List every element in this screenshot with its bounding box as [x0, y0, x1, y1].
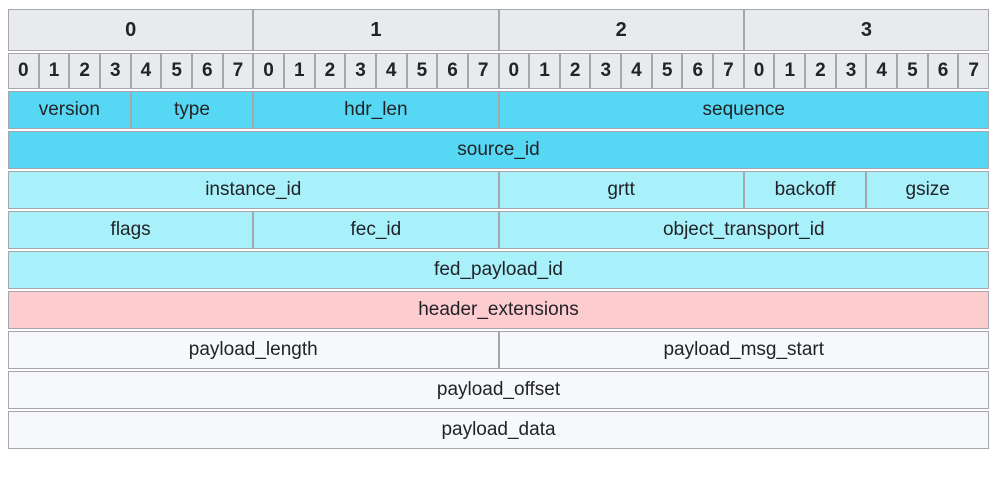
bit-header-cell-1-3: 3	[345, 53, 376, 89]
bit-header-cell-0-1: 1	[38, 53, 70, 89]
bit-header-cell-3-5: 5	[897, 53, 928, 89]
byte-header-cell-2: 2	[498, 9, 744, 51]
bit-header-cell-3-2: 2	[805, 53, 836, 89]
bit-header-cell-1-0: 0	[253, 53, 284, 89]
bit-header-cell-0-7: 7	[222, 53, 254, 89]
field-row-1: source_id	[8, 131, 989, 169]
field-cell-backoff: backoff	[743, 171, 867, 209]
bit-header-cell-0-2: 2	[69, 53, 100, 89]
field-cell-instance_id: instance_id	[8, 171, 499, 209]
field-cell-type: type	[130, 91, 254, 129]
byte-header-cell-3: 3	[743, 9, 989, 51]
bit-header-cell-1-5: 5	[406, 53, 438, 89]
field-row-7: payload_offset	[8, 371, 989, 409]
field-cell-grtt: grtt	[498, 171, 744, 209]
bit-header-cell-2-7: 7	[713, 53, 744, 89]
field-cell-payload_offset: payload_offset	[8, 371, 989, 409]
bit-header-cell-2-0: 0	[498, 53, 530, 89]
bit-header-cell-1-1: 1	[283, 53, 315, 89]
field-cell-header_extensions: header_extensions	[8, 291, 989, 329]
bit-header-cell-3-3: 3	[835, 53, 867, 89]
bit-header-cell-2-1: 1	[529, 53, 560, 89]
field-cell-payload_length: payload_length	[8, 331, 499, 369]
field-cell-gsize: gsize	[866, 171, 989, 209]
field-cell-fed_payload_id: fed_payload_id	[8, 251, 989, 289]
bit-header-cell-0-4: 4	[130, 53, 162, 89]
bit-header-cell-0-5: 5	[161, 53, 192, 89]
field-cell-fec_id: fec_id	[253, 211, 499, 249]
field-cell-payload_msg_start: payload_msg_start	[498, 331, 989, 369]
field-cell-source_id: source_id	[8, 131, 989, 169]
bit-header-cell-2-3: 3	[590, 53, 622, 89]
bit-header-cell-3-1: 1	[774, 53, 806, 89]
bit-header-cell-1-2: 2	[314, 53, 346, 89]
field-cell-version: version	[8, 91, 131, 129]
bit-header-cell-3-4: 4	[866, 53, 898, 89]
field-cell-sequence: sequence	[498, 91, 989, 129]
field-cell-object_transport_id: object_transport_id	[498, 211, 989, 249]
byte-header-cell-1: 1	[253, 9, 499, 51]
bit-header-cell-3-7: 7	[958, 53, 989, 89]
bit-header-cell-0-3: 3	[99, 53, 131, 89]
field-row-5: header_extensions	[8, 291, 989, 329]
bit-header-cell-3-0: 0	[743, 53, 775, 89]
field-row-4: fed_payload_id	[8, 251, 989, 289]
bit-header-cell-1-4: 4	[375, 53, 407, 89]
bit-header-cell-2-6: 6	[682, 53, 714, 89]
bit-header-cell-2-2: 2	[559, 53, 591, 89]
field-cell-flags: flags	[8, 211, 254, 249]
field-row-8: payload_data	[8, 411, 989, 449]
bit-header-cell-1-6: 6	[437, 53, 468, 89]
bit-header-cell-0-0: 0	[8, 53, 39, 89]
bit-header-cell-2-5: 5	[651, 53, 683, 89]
byte-header-cell-0: 0	[8, 9, 254, 51]
bit-header-cell-0-6: 6	[191, 53, 223, 89]
bit-header-cell-2-4: 4	[621, 53, 652, 89]
bit-header-cell-1-7: 7	[467, 53, 499, 89]
field-cell-hdr_len: hdr_len	[253, 91, 499, 129]
field-cell-payload_data: payload_data	[8, 411, 989, 449]
bit-header-cell-3-6: 6	[927, 53, 959, 89]
